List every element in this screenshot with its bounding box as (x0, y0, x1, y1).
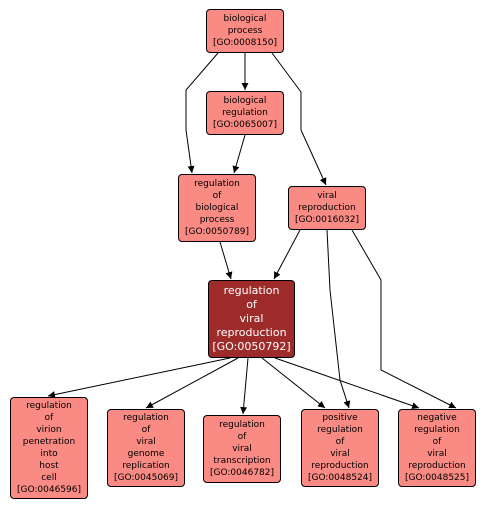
node-label: positive regulation of viral reproductio… (307, 413, 373, 483)
node-label: regulation of viral genome replication [… (113, 413, 179, 483)
edge-rvr-to-nrvr (274, 357, 420, 410)
node-negative-regulation-of-viral-reproduction[interactable]: negative regulation of viral reproductio… (398, 409, 476, 487)
edge-bp-to-rbp (185, 52, 219, 174)
node-positive-regulation-of-viral-reproduction[interactable]: positive regulation of viral reproductio… (301, 409, 379, 487)
edge-vr-to-prvr (326, 229, 351, 409)
node-regulation-of-viral-transcription[interactable]: regulation of viral transcription [GO:00… (203, 415, 281, 483)
edge-rvr-to-prvr (261, 357, 326, 409)
edge-rvr-to-rvt (240, 357, 249, 415)
edge-vr-to-nrvr (351, 229, 457, 409)
node-label: regulation of biological process [GO:005… (184, 179, 250, 237)
edge-bp-to-vr (271, 52, 327, 186)
node-label: regulation of virion penetration into ho… (16, 401, 82, 495)
node-label: regulation of viral reproduction [GO:005… (212, 284, 291, 353)
edge-rvr-to-rvgr (145, 357, 239, 409)
node-label: biological process [GO:0008150] (212, 14, 278, 48)
node-viral-reproduction[interactable]: viral reproduction [GO:0016032] (288, 186, 366, 230)
edge-br-to-rbp (232, 134, 246, 174)
node-biological-process[interactable]: biological process [GO:0008150] (206, 9, 284, 53)
node-regulation-of-biological-process[interactable]: regulation of biological process [GO:005… (178, 174, 256, 242)
node-label: negative regulation of viral reproductio… (404, 413, 470, 483)
node-biological-regulation[interactable]: biological regulation [GO:0065007] (206, 91, 284, 135)
edge-vr-to-rvr (273, 229, 301, 280)
edge-rvr-to-rvphc (47, 357, 231, 398)
node-regulation-of-virion-penetration[interactable]: regulation of virion penetration into ho… (10, 397, 88, 499)
node-label: biological regulation [GO:0065007] (212, 96, 278, 130)
node-regulation-of-viral-reproduction[interactable]: regulation of viral reproduction [GO:005… (208, 280, 295, 358)
node-label: regulation of viral transcription [GO:00… (209, 420, 275, 478)
node-regulation-of-viral-genome-replication[interactable]: regulation of viral genome replication [… (107, 409, 185, 487)
node-label: viral reproduction [GO:0016032] (294, 191, 360, 225)
edge-rbp-to-rvr (219, 241, 233, 280)
